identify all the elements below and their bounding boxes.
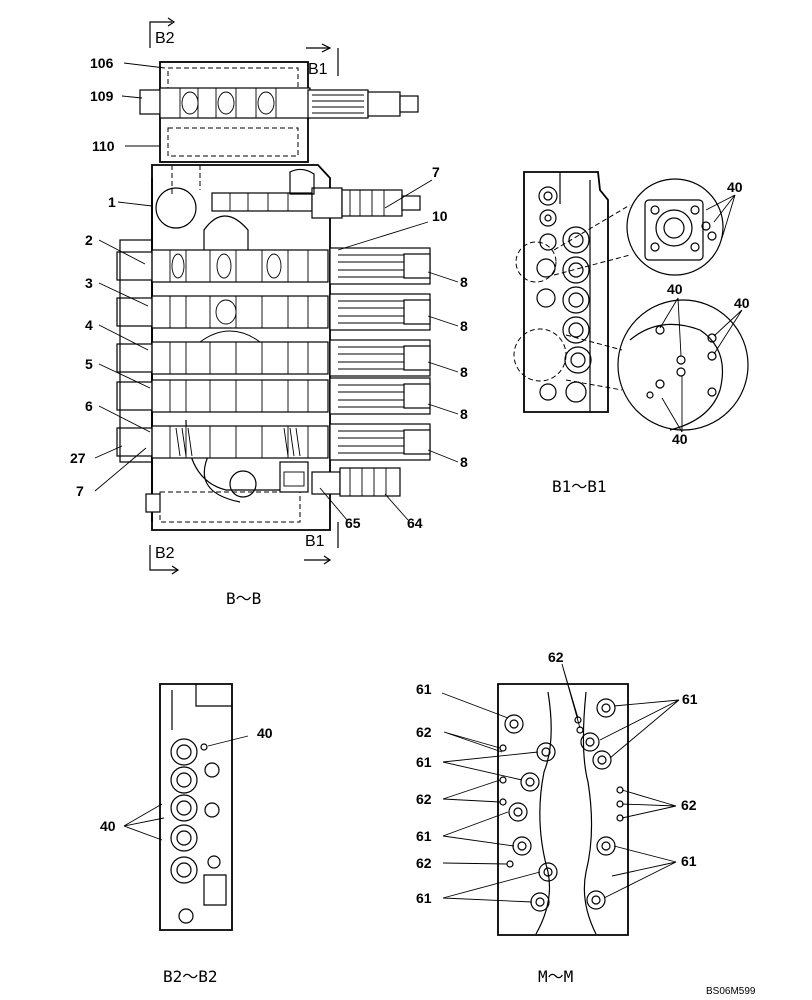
b1-callouts: 40 40 40 40 xyxy=(667,179,750,447)
callout-62-m-b: 62 xyxy=(416,791,432,807)
callout-61-m-d: 61 xyxy=(416,890,432,906)
callout-40-b1-d: 40 xyxy=(672,431,688,447)
callout-106: 106 xyxy=(90,55,114,71)
main-callouts: 106 109 110 1 2 3 4 5 6 27 7 7 10 8 8 8 … xyxy=(70,55,468,531)
b2-leaders xyxy=(123,735,249,841)
callout-8-a: 8 xyxy=(460,274,468,290)
svg-text:B2: B2 xyxy=(155,30,175,47)
callout-61-m-right-top: 61 xyxy=(682,691,698,707)
callout-62-m-top: 62 xyxy=(548,649,564,665)
callout-61-m-right-bottom: 61 xyxy=(681,853,697,869)
m-view xyxy=(497,683,629,936)
callout-3: 3 xyxy=(85,275,93,291)
callout-2: 2 xyxy=(85,232,93,248)
callout-6: 6 xyxy=(85,398,93,414)
spool-rows xyxy=(116,247,431,461)
callout-62-m-a: 62 xyxy=(416,724,432,740)
callout-5: 5 xyxy=(85,356,93,372)
callout-40-b2-b: 40 xyxy=(100,818,116,834)
callout-65: 65 xyxy=(345,515,361,531)
b1-leaders xyxy=(659,194,743,433)
b1-view xyxy=(513,171,749,431)
callout-61-m-c: 61 xyxy=(416,828,432,844)
callout-27: 27 xyxy=(70,450,86,466)
caption-b1b1: B1～B1 xyxy=(552,477,607,496)
callout-7-upper: 7 xyxy=(432,164,440,180)
drawing-reference: BS06M599 xyxy=(706,986,756,997)
callout-40-b1-a: 40 xyxy=(727,179,743,195)
callout-8-c: 8 xyxy=(460,364,468,380)
caption-b2b2: B2～B2 xyxy=(163,967,218,986)
callout-8-d: 8 xyxy=(460,406,468,422)
callout-8-b: 8 xyxy=(460,318,468,334)
caption-bb: B～B xyxy=(226,589,261,608)
callout-40-b1-b: 40 xyxy=(667,281,683,297)
callout-40-b1-c: 40 xyxy=(734,295,750,311)
callout-10: 10 xyxy=(432,208,448,224)
svg-text:B1: B1 xyxy=(308,61,328,78)
callout-7-lower: 7 xyxy=(76,483,84,499)
section-mark-b1-bottom: B1 xyxy=(304,522,339,565)
caption-mm: M～M xyxy=(538,967,573,986)
callout-8-e: 8 xyxy=(460,454,468,470)
b2-callouts: 40 40 xyxy=(100,725,273,834)
svg-text:B1: B1 xyxy=(305,533,325,550)
callout-62-m-right: 62 xyxy=(681,797,697,813)
main-valve-view: B2 B1 B2 B1 xyxy=(116,17,431,575)
callout-1: 1 xyxy=(108,194,116,210)
m-leaders xyxy=(441,663,680,903)
callout-61-m-a: 61 xyxy=(416,681,432,697)
callout-61-m-b: 61 xyxy=(416,754,432,770)
section-mark-b2-bottom: B2 xyxy=(149,545,180,575)
m-callouts: 62 61 62 61 62 61 62 61 61 62 61 xyxy=(416,649,698,906)
svg-text:B2: B2 xyxy=(155,545,175,562)
section-mark-b1-top: B1 xyxy=(306,43,339,78)
callout-62-m-c: 62 xyxy=(416,855,432,871)
callout-110: 110 xyxy=(92,138,115,154)
b2-view xyxy=(159,683,233,931)
callout-64: 64 xyxy=(407,515,423,531)
section-mark-b2-top: B2 xyxy=(149,17,176,48)
callout-40-b2-a: 40 xyxy=(257,725,273,741)
callout-109: 109 xyxy=(90,88,114,104)
main-leaders xyxy=(94,62,459,521)
callout-4: 4 xyxy=(85,317,93,333)
